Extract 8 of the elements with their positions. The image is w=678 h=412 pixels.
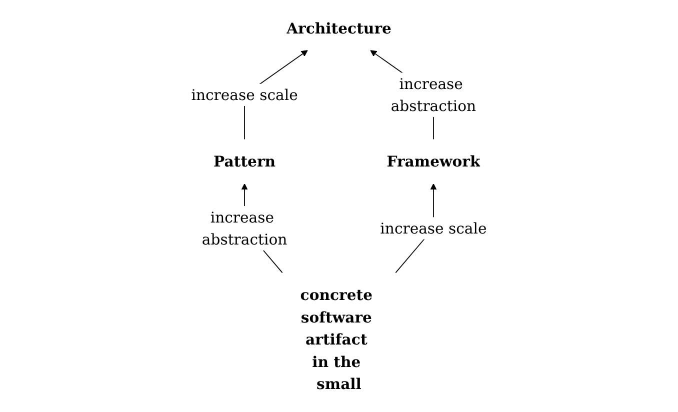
- node-text: Pattern: [214, 152, 276, 170]
- edge-label: increase scale: [191, 86, 298, 104]
- edge-label: increase abstraction: [390, 74, 476, 115]
- edge-label: increase abstraction: [202, 208, 288, 248]
- node-text: Architecture: [286, 19, 392, 38]
- node-text: concrete software artifact in the small: [300, 286, 373, 393]
- node-text: Framework: [386, 152, 480, 170]
- edge-label: increase scale: [380, 219, 487, 238]
